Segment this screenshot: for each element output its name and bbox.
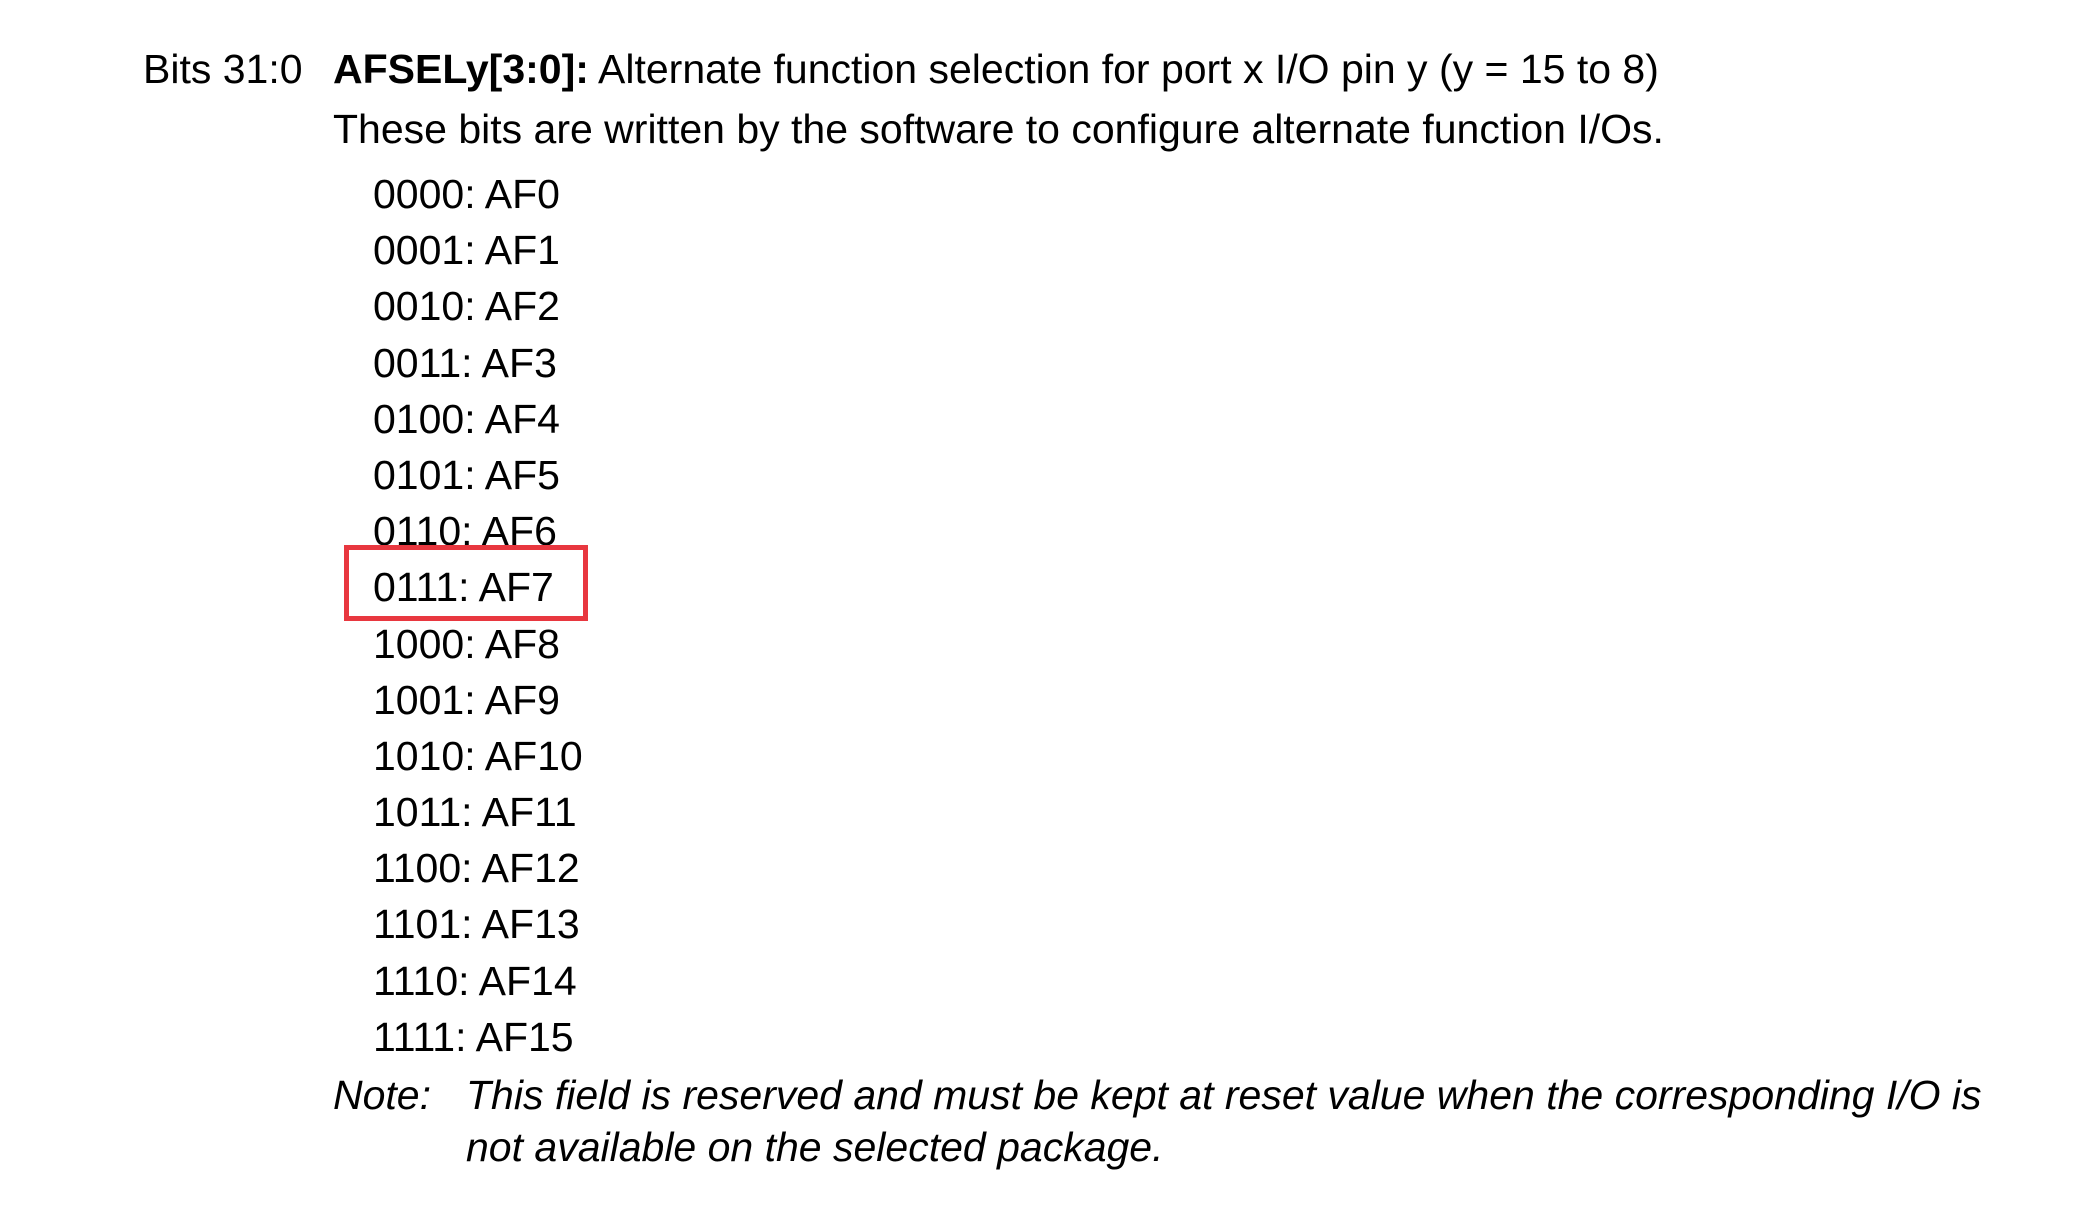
value-item-0000: 0000: AF0 xyxy=(373,171,560,217)
value-item-1001: 1001: AF9 xyxy=(373,676,560,723)
note-label: Note: xyxy=(333,1072,431,1118)
field-title: Alternate function selection for port x … xyxy=(588,46,1659,92)
value-item-0110: 0110: AF6 xyxy=(373,508,557,555)
value-list: 0000: AF0 0001: AF1 0010: AF2 0011: AF3 … xyxy=(373,166,583,1065)
bits-label: Bits 31:0 xyxy=(143,46,303,92)
value-item-1110: 1110: AF14 xyxy=(373,957,577,1004)
value-item-1011: 1011: AF11 xyxy=(373,789,577,836)
note-text: This field is reserved and must be kept … xyxy=(466,1072,1982,1170)
field-header: AFSELy[3:0]: Alternate function selectio… xyxy=(333,44,1659,94)
value-item-0001: 0001: AF1 xyxy=(373,227,560,274)
value-item-0100: 0100: AF4 xyxy=(373,395,560,442)
field-description: These bits are written by the software t… xyxy=(333,106,1664,152)
field-name: AFSELy[3:0]: xyxy=(333,46,589,92)
value-item-1000: 1000: AF8 xyxy=(373,620,560,667)
value-item-1010: 1010: AF10 xyxy=(373,732,583,779)
value-item-1101: 1101: AF13 xyxy=(373,901,580,948)
value-item-0111-highlighted: 0111: AF7 xyxy=(373,564,554,611)
value-item-0011: 0011: AF3 xyxy=(373,339,557,386)
value-item-1100: 1100: AF12 xyxy=(373,845,580,892)
value-item-1111: 1111: AF15 xyxy=(373,1013,574,1060)
value-item-0101: 0101: AF5 xyxy=(373,451,560,498)
value-item-0010: 0010: AF2 xyxy=(373,283,560,330)
